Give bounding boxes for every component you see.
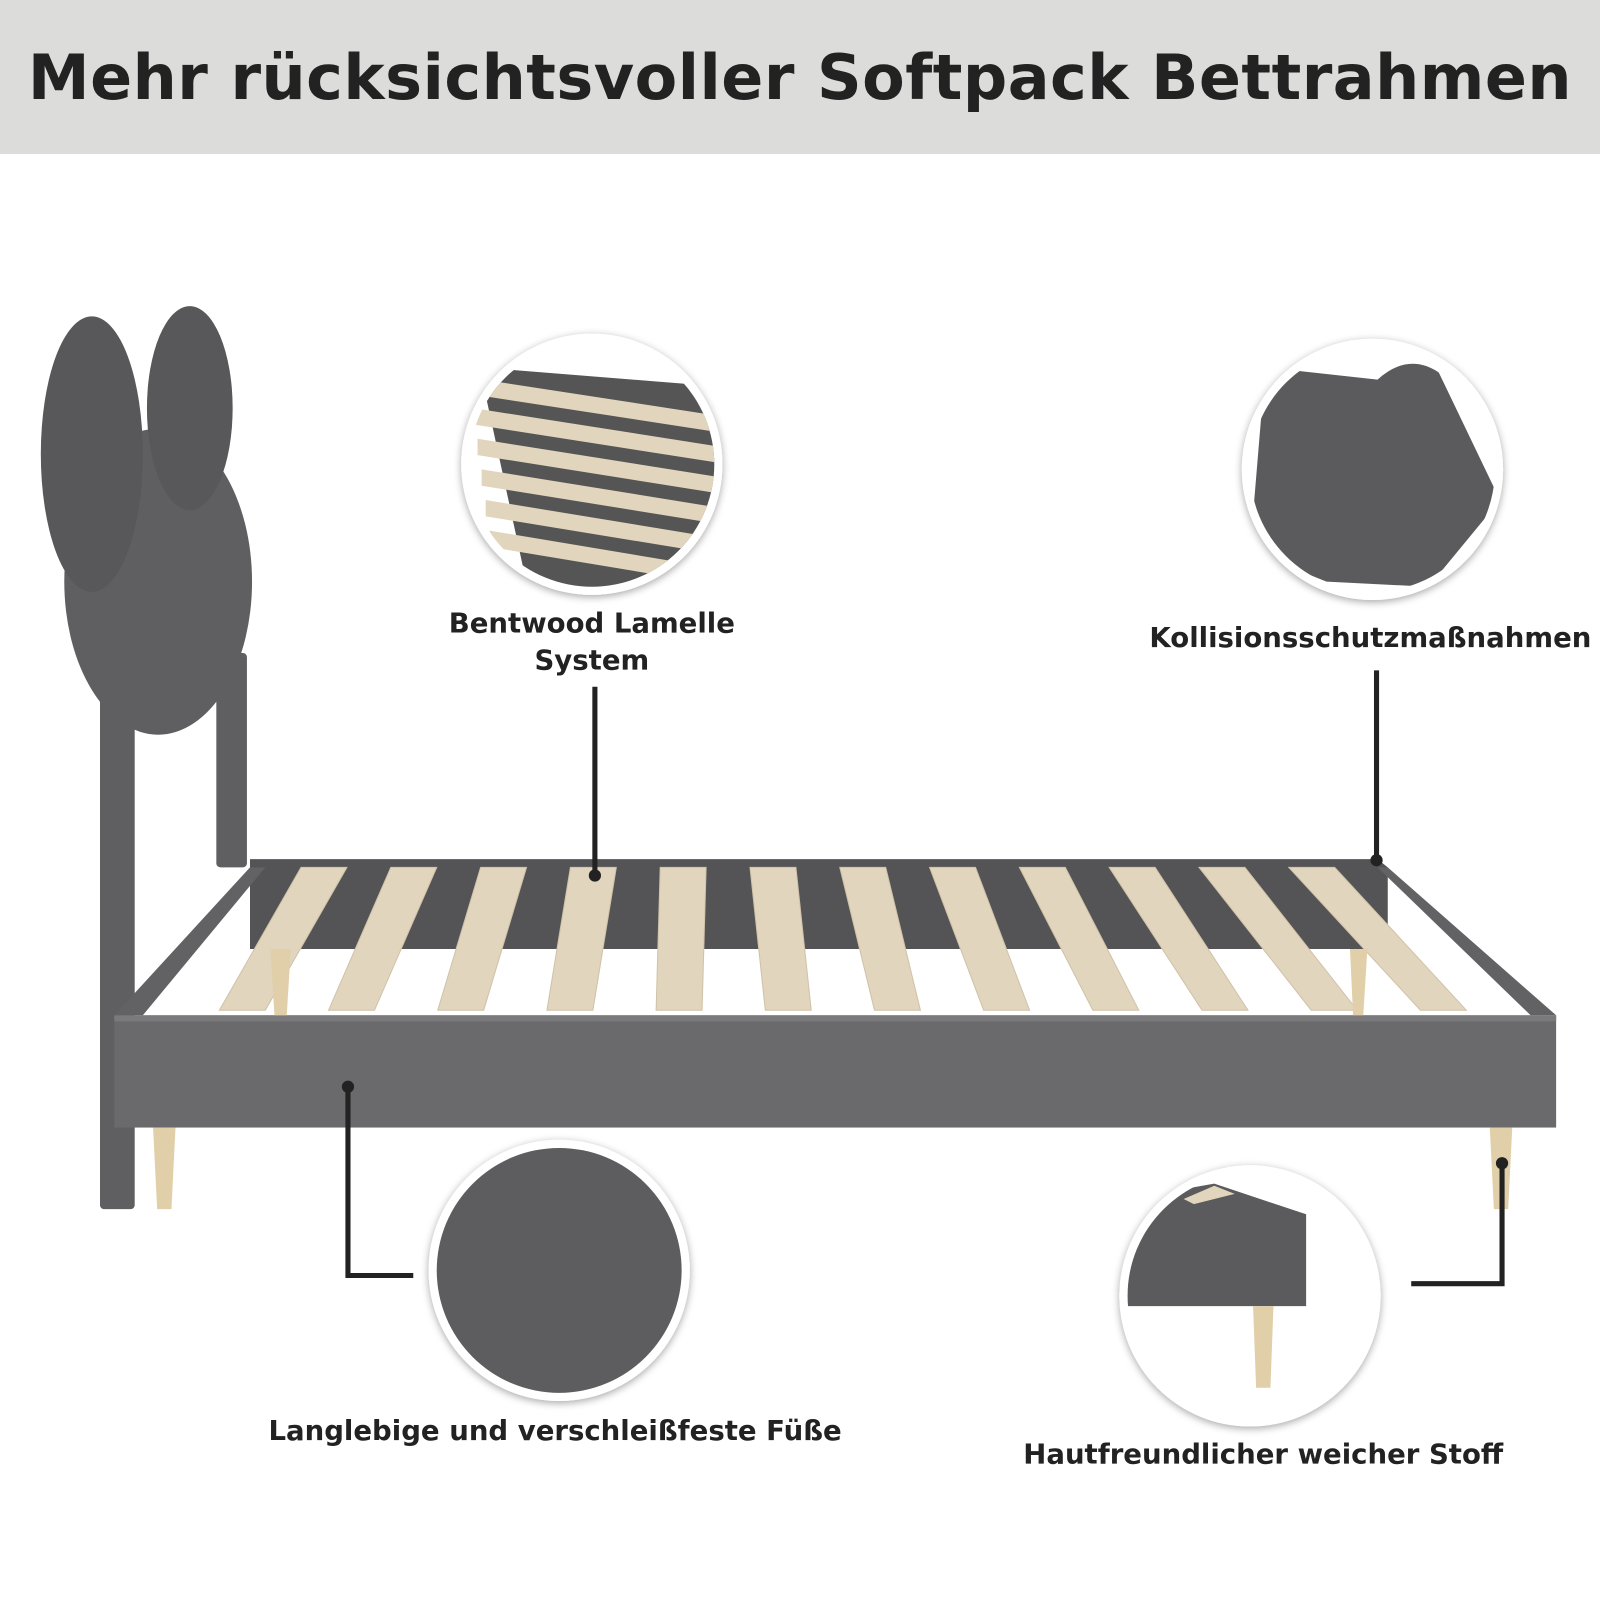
slats xyxy=(218,866,1468,1011)
headboard xyxy=(40,306,253,1210)
slat xyxy=(839,866,922,1011)
label-feet: Langlebige und verschleißfeste Füße xyxy=(268,1415,841,1447)
zoom-slat xyxy=(481,469,715,527)
slat xyxy=(655,866,707,1011)
slat xyxy=(437,866,528,1011)
detail-feet-circle xyxy=(1119,1165,1381,1427)
bed-frame xyxy=(114,859,1557,1210)
slat xyxy=(327,866,438,1011)
slat xyxy=(1287,866,1468,1011)
label-fabric: Hautfreundlicher weicher Stoff xyxy=(1023,1438,1504,1470)
zoom-slat xyxy=(473,408,715,466)
label-slats-line1: Bentwood Lamelle xyxy=(449,608,735,640)
label-collision: Kollisionsschutzmaßnahmen xyxy=(1149,622,1591,654)
slat xyxy=(1018,866,1140,1011)
slat xyxy=(928,866,1031,1011)
slat xyxy=(1108,866,1249,1011)
slat xyxy=(749,866,812,1011)
detail-slats-circle xyxy=(461,333,723,595)
page-title: Mehr rücksichtsvoller Softpack Bettrahme… xyxy=(27,40,1573,114)
zoom-slat xyxy=(477,438,715,496)
callout-lines xyxy=(345,670,1505,1287)
title-banner: Mehr rücksichtsvoller Softpack Bettrahme… xyxy=(0,0,1600,154)
zoom-slat xyxy=(469,377,715,435)
slat xyxy=(218,866,348,1011)
label-slats-line2: System xyxy=(534,644,649,676)
zoom-slat xyxy=(485,500,715,558)
detail-collision-circle xyxy=(1241,338,1504,600)
callout-dots xyxy=(341,854,1509,1170)
detail-fabric-circle xyxy=(428,1139,690,1402)
slat xyxy=(546,866,617,1011)
